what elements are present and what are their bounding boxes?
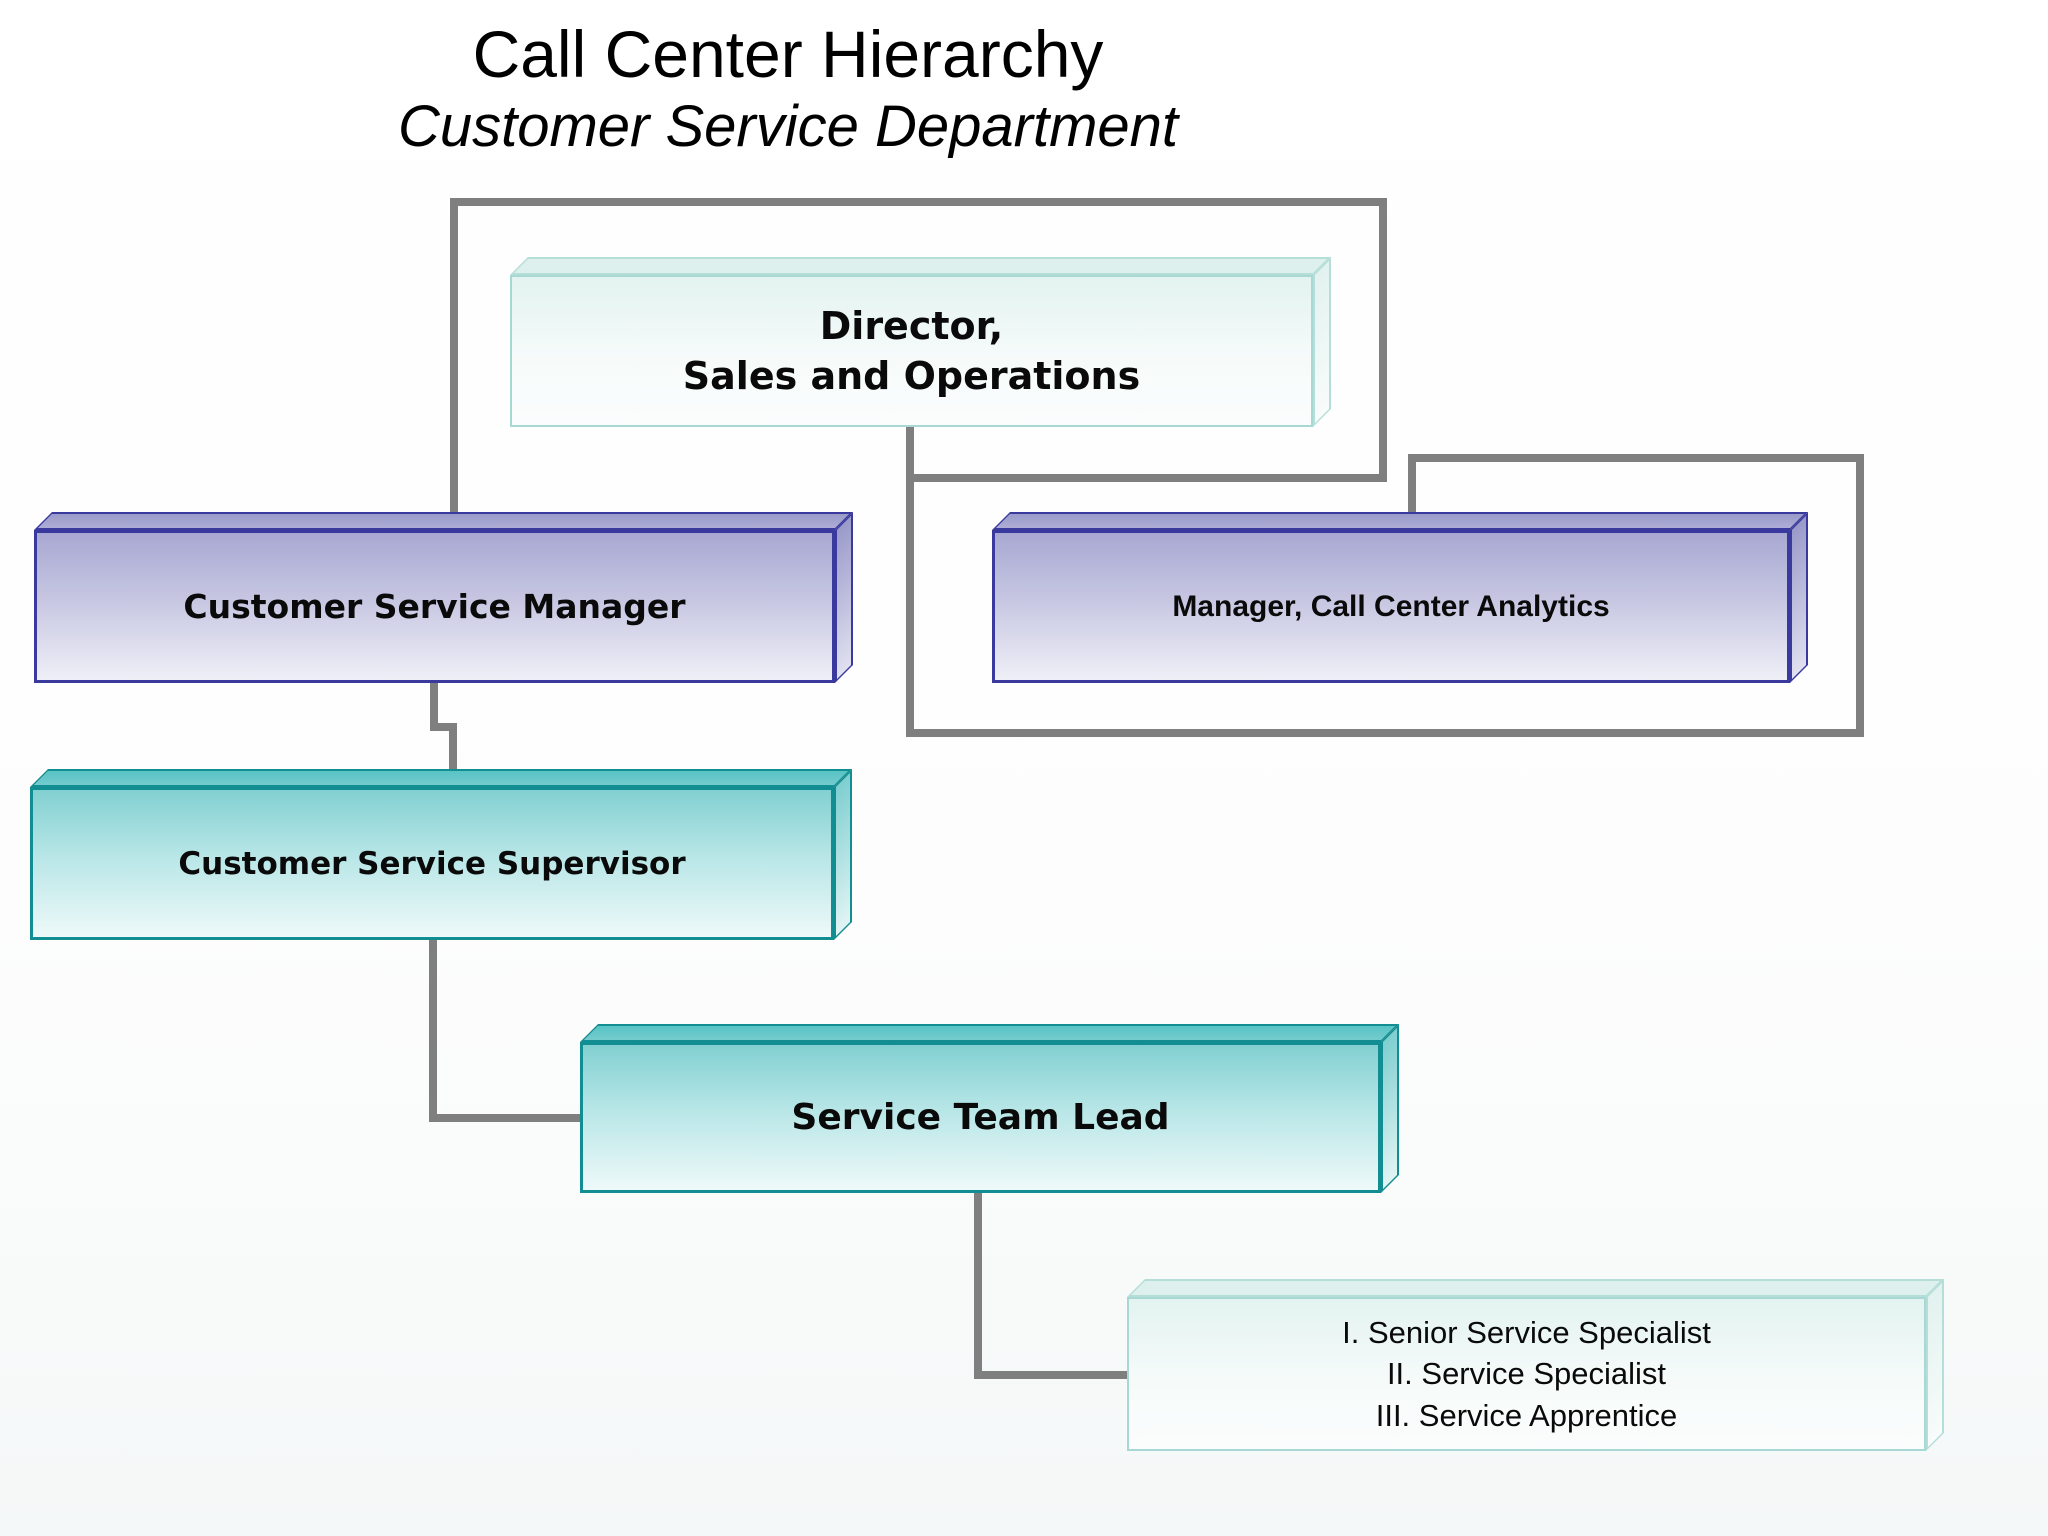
box-3d-top-bevel [992,512,1808,530]
page-subtitle: Customer Service Department [397,93,1179,159]
box-3d-top-bevel [34,512,853,530]
box-service-team-lead[interactable]: Service Team Lead [580,1024,1399,1193]
page-title: Call Center Hierarchy [472,17,1104,91]
box-customer-service-manager[interactable]: Customer Service Manager [34,512,853,683]
box-label: Service Team Lead [791,1097,1170,1138]
box-face: Customer Service Manager [34,530,835,683]
box-3d-side-bevel [1313,257,1331,427]
connector-director-to-manager [450,198,1387,512]
slide-header: Call Center Hierarchy Customer Service D… [0,16,1576,161]
box-face: Service Team Lead [580,1042,1381,1193]
box-label: Customer Service Manager [183,587,686,626]
box-director-sales-operations[interactable]: Director, Sales and Operations [510,257,1331,427]
box-face: Director, Sales and Operations [510,275,1313,427]
connector-director-to-analytics [906,427,1864,737]
box-label-line: II. Service Specialist [1386,1356,1667,1392]
connector-manager-to-supervisor [430,683,457,772]
connector-supervisor-to-teamlead [429,940,584,1122]
box-manager-call-center-analytics[interactable]: Manager, Call Center Analytics [992,512,1808,683]
box-3d-side-bevel [835,512,853,683]
box-3d-top-bevel [510,257,1331,275]
box-3d-side-bevel [1790,512,1808,683]
box-label-line: III. Service Apprentice [1375,1397,1678,1433]
box-label-line: Director, [819,303,1004,348]
box-3d-top-bevel [30,769,852,787]
box-3d-side-bevel [1926,1279,1944,1451]
box-3d-side-bevel [834,769,852,940]
box-face: Manager, Call Center Analytics [992,530,1790,683]
box-label: Customer Service Supervisor [178,845,686,882]
box-3d-side-bevel [1381,1024,1399,1193]
box-3d-top-bevel [580,1024,1399,1042]
box-label: I. Senior Service Specialist II. Service… [1342,1312,1711,1437]
box-face: Customer Service Supervisor [30,787,834,940]
box-specialist-levels[interactable]: I. Senior Service Specialist II. Service… [1127,1279,1944,1451]
box-label: Director, Sales and Operations [683,301,1140,401]
box-label-line: Sales and Operations [682,354,1141,398]
box-label-line: I. Senior Service Specialist [1342,1314,1711,1350]
connector-teamlead-to-specialists [974,1193,1131,1379]
box-face: I. Senior Service Specialist II. Service… [1127,1297,1926,1451]
box-3d-top-bevel [1127,1279,1944,1297]
box-label: Manager, Call Center Analytics [1172,589,1610,623]
box-customer-service-supervisor[interactable]: Customer Service Supervisor [30,769,852,940]
